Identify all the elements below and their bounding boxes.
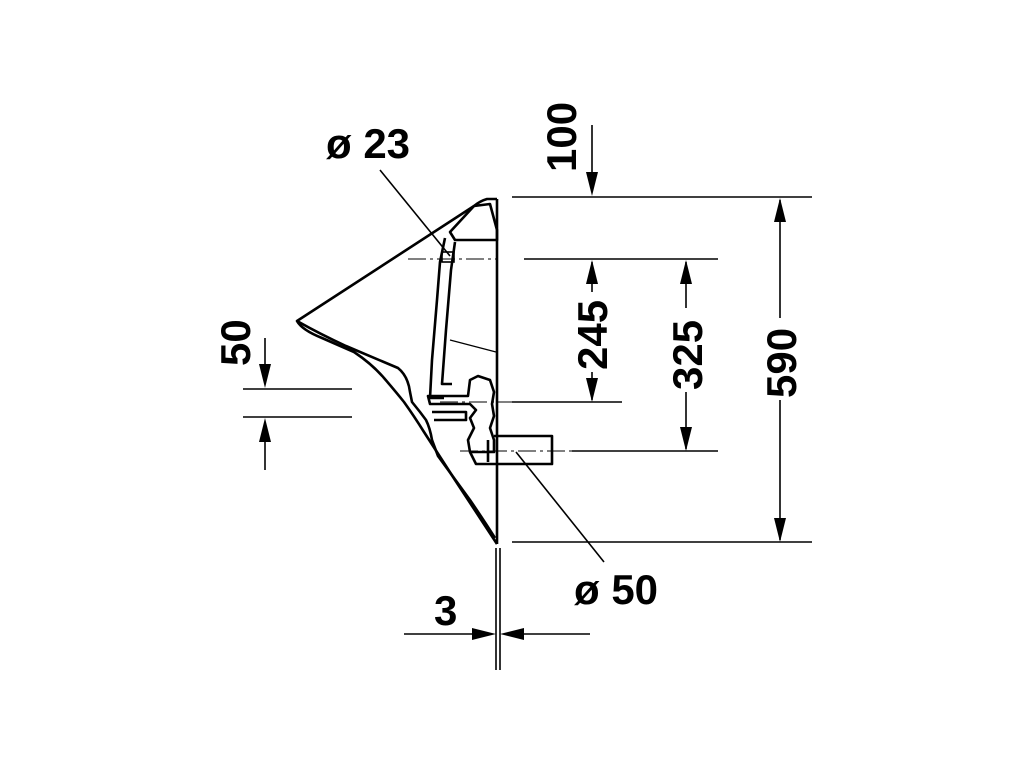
outlet-leader-line: [515, 451, 605, 563]
urinal-profile: [295, 197, 554, 545]
outlet-diameter-callout: ø 50: [515, 451, 658, 613]
urinal-outer-shell: [295, 197, 499, 545]
dimension-3: 3: [404, 587, 590, 640]
inlet-marker: [441, 251, 455, 263]
dim-590-label: 590: [758, 328, 805, 398]
extension-lines: [243, 196, 812, 670]
dimension-100: 100: [538, 102, 598, 196]
outlet-pipe: [468, 434, 554, 466]
dimension-50: 50: [212, 319, 271, 470]
dim-3-label: 3: [434, 587, 457, 634]
urinal-top-rim: [448, 202, 499, 242]
dim-3-arrow-left: [472, 628, 496, 640]
dim-325-arrow-bottom: [680, 427, 692, 451]
dim-590-arrow-top: [774, 198, 786, 222]
dimension-590: 590: [758, 198, 805, 542]
dim-50-label: 50: [212, 319, 259, 366]
dim-100-arrow: [586, 172, 598, 196]
inlet-leader-line: [379, 169, 451, 257]
urinal-inner-shell: [296, 319, 497, 539]
outlet-diameter-label: ø 50: [574, 566, 658, 613]
dim-325-label: 325: [664, 320, 711, 390]
trap-inner: [432, 410, 468, 422]
dimension-325: 325: [664, 260, 711, 451]
dim-590-arrow-bottom: [774, 518, 786, 542]
dim-100-label: 100: [538, 102, 585, 172]
trap-body: [426, 374, 496, 454]
dim-245-arrow-bottom: [586, 378, 598, 402]
dimension-245: 245: [569, 260, 616, 402]
dim-325-arrow-top: [680, 260, 692, 284]
inlet-channel-inner: [440, 241, 457, 386]
dim-245-arrow-top: [586, 260, 598, 284]
inlet-diameter-callout: ø 23: [326, 120, 455, 263]
dim-3-arrow-right: [500, 628, 524, 640]
dim-50-arrow-bottom: [259, 418, 271, 442]
inlet-diameter-label: ø 23: [326, 120, 410, 167]
inlet-channel: [428, 237, 447, 400]
dim-50-arrow-top: [259, 364, 271, 388]
spreader-line: [449, 339, 497, 353]
center-lines: [408, 258, 572, 452]
dim-245-label: 245: [569, 300, 616, 370]
